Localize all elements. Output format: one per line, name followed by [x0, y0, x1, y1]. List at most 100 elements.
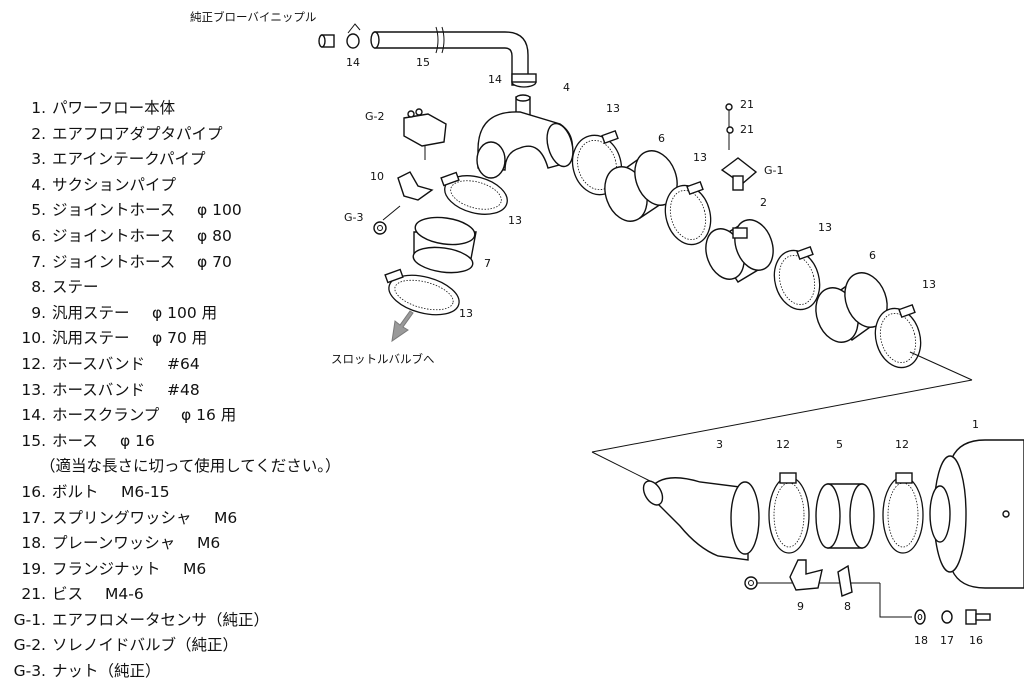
to-throttle-label: スロットルバルブへ: [331, 352, 435, 366]
part-number: G-2.: [13, 636, 46, 655]
callout-14-a: 14: [346, 56, 360, 69]
callout-17: 17: [940, 634, 954, 647]
joint-hose-5: [815, 483, 875, 549]
joint-hose-7: [412, 216, 477, 274]
spring-washer-17: [941, 610, 953, 624]
part-number: 9.: [31, 303, 46, 322]
part-number: 19.: [21, 559, 46, 578]
bolt-16: [965, 609, 991, 625]
universal-stay-10: [382, 171, 434, 221]
parts-list-item: 9. 汎用ステー φ 100 用: [0, 301, 420, 327]
detail-connector-b: [591, 379, 973, 453]
callout-g3: G-3: [344, 211, 364, 224]
callout-12-b: 12: [895, 438, 909, 451]
part-spec: #48: [167, 380, 200, 399]
part-name: （適当な長さに切って使用してください。）: [40, 457, 341, 476]
part-spec: φ 70 用: [152, 329, 208, 348]
parts-list-item: G-1. エアフロメータセンサ（純正）: [0, 608, 420, 634]
part-name: ホース: [52, 431, 98, 450]
plain-washer-18: [914, 609, 926, 625]
assembly-line-b: [879, 583, 912, 618]
hose-band-13-b: [664, 180, 712, 246]
part-number: 1.: [31, 99, 46, 117]
airflow-adaptor-pipe-2: [705, 219, 774, 283]
part-spec: φ 100 用: [152, 303, 218, 322]
callout-13-b: 13: [693, 151, 707, 164]
callout-13-a: 13: [606, 102, 620, 115]
parts-list-item: 21. ビス M4-6: [0, 582, 420, 608]
part-number: 10.: [21, 329, 46, 348]
part-name: ビス: [52, 585, 84, 604]
parts-list-item: 3. エアインテークパイプ: [0, 147, 420, 173]
hose-band-13-f: [384, 268, 460, 316]
callout-6-b: 6: [869, 249, 876, 262]
detail-connector-a: [909, 351, 973, 381]
callout-1: 1: [972, 418, 979, 431]
airflow-meter-sensor-g1: [720, 157, 758, 191]
callout-13-c: 13: [508, 214, 522, 227]
part-name: ホースクランプ: [52, 406, 160, 425]
callout-12-a: 12: [776, 438, 790, 451]
joint-hose-6-a: [604, 150, 678, 222]
part-name: エアインテークパイプ: [52, 150, 206, 169]
hose-15: [370, 26, 529, 86]
suction-pipe-4: [476, 94, 574, 179]
part-name: プレーンワッシャ: [52, 534, 176, 553]
part-number: 2.: [31, 124, 46, 143]
part-spec: #64: [167, 354, 200, 373]
part-name: 汎用ステー: [52, 329, 130, 348]
part-number: 16.: [21, 482, 46, 501]
callout-5: 5: [836, 438, 843, 451]
part-name: エアフロアダプタパイプ: [52, 124, 223, 143]
part-spec: M6: [183, 559, 207, 578]
part-number: 21.: [21, 585, 46, 604]
power-flow-filter-1: [929, 439, 1024, 589]
callout-13-e: 13: [922, 278, 936, 291]
parts-list-item: （適当な長さに切って使用してください。）: [0, 454, 420, 480]
part-name: 汎用ステー: [52, 303, 130, 322]
parts-list-item: 2. エアフロアダプタパイプ: [0, 122, 420, 148]
callout-6-a: 6: [658, 132, 665, 145]
part-number: G-3.: [13, 662, 46, 681]
parts-list-item: 1.パワーフロー本体: [0, 96, 420, 122]
parts-list-item: G-2.ソレノイドバルブ（純正）: [0, 633, 420, 659]
part-name: ジョイントホース: [52, 201, 176, 220]
part-spec: φ 16 用: [181, 406, 237, 425]
part-number: 8.: [31, 278, 46, 297]
part-name: ジョイントホース: [52, 252, 176, 271]
callout-2: 2: [760, 196, 767, 209]
part-number: G-1.: [13, 610, 46, 629]
part-name: ホースバンド: [52, 380, 146, 399]
callout-13-d: 13: [818, 221, 832, 234]
callout-21-b: 21: [740, 123, 754, 136]
hose-clamp-14-b: [511, 73, 537, 88]
part-number: 7.: [31, 252, 46, 271]
part-spec: M4-6: [105, 585, 144, 604]
part-spec: M6: [214, 508, 238, 527]
part-name: ボルト: [52, 482, 99, 501]
hose-band-12-a: [768, 472, 810, 554]
callout-10: 10: [370, 170, 384, 183]
air-intake-pipe-3: [642, 477, 760, 561]
callout-3: 3: [716, 438, 723, 451]
parts-list-item: 13.ホースバンド#48: [0, 378, 420, 404]
callout-21-a: 21: [740, 98, 754, 111]
callout-14-b: 14: [488, 73, 502, 86]
part-name: エアフロメータセンサ（純正）: [52, 610, 270, 629]
hose-band-13-e: [874, 303, 922, 369]
part-number: 6.: [31, 226, 46, 245]
parts-list-item: 12.ホースバンド#64: [0, 352, 420, 378]
parts-list-item: 10. 汎用ステー φ 70 用: [0, 326, 420, 352]
part-number: 17.: [21, 508, 46, 527]
callout-9: 9: [797, 600, 804, 613]
blowby-nipple-label: 純正ブローバイニップル: [190, 10, 316, 24]
callout-g1: G-1: [764, 164, 784, 177]
hose-band-13-c: [440, 171, 508, 215]
hose-clamp-14-a: [346, 23, 361, 49]
part-number: 3.: [31, 150, 46, 169]
part-spec: φ 70: [197, 252, 232, 271]
